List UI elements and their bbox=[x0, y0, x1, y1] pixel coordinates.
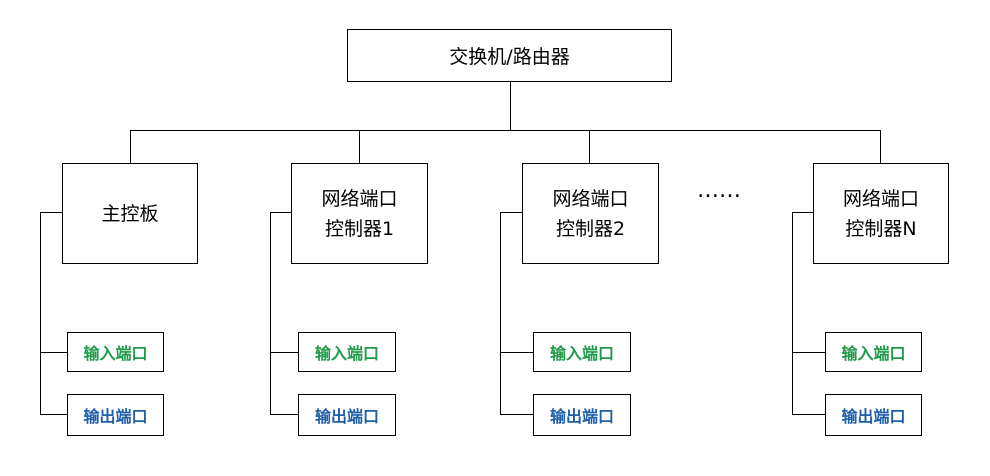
node-3-output-port-label: 输出端口 bbox=[841, 407, 906, 426]
node-1-output-port-label: 输出端口 bbox=[314, 407, 379, 426]
node-0-input-port-label: 输入端口 bbox=[83, 344, 148, 363]
node-3-input-port-label: 输入端口 bbox=[841, 344, 906, 363]
node-port-controller-n-box: 网络端口 控制器N bbox=[813, 163, 949, 264]
node-2-input-port-label: 输入端口 bbox=[549, 344, 614, 363]
node-2-input-connector bbox=[500, 352, 533, 353]
node-0-label: 主控板 bbox=[101, 202, 159, 225]
node-3-branch-vertical bbox=[792, 212, 793, 415]
node-1-branch-vertical bbox=[270, 212, 271, 415]
node-3-input-connector bbox=[792, 352, 825, 353]
node-0-branch-vertical bbox=[40, 212, 41, 415]
node-3-label-line1: 网络端口 bbox=[842, 187, 919, 210]
node-0-branch-stub bbox=[40, 212, 62, 213]
node-0-input-port-box: 输入端口 bbox=[67, 332, 164, 372]
node-1-input-connector bbox=[270, 352, 298, 353]
node-2-branch-vertical bbox=[500, 212, 501, 415]
node-1-input-port-box: 输入端口 bbox=[298, 332, 396, 372]
node-3-label-line2: 控制器N bbox=[845, 217, 917, 240]
node-0-output-connector bbox=[40, 414, 67, 415]
node-3-output-port-box: 输出端口 bbox=[825, 394, 922, 436]
node-1-label-line1: 网络端口 bbox=[321, 187, 398, 210]
node-3-output-connector bbox=[792, 414, 825, 415]
bus-drop-2 bbox=[589, 130, 590, 163]
node-2-output-port-box: 输出端口 bbox=[533, 394, 631, 436]
node-2-branch-stub bbox=[500, 212, 522, 213]
node-1-branch-stub bbox=[270, 212, 291, 213]
node-1-label-line2: 控制器1 bbox=[324, 217, 395, 240]
node-0-output-port-label: 输出端口 bbox=[83, 407, 148, 426]
node-port-controller-2-box: 网络端口 控制器2 bbox=[522, 163, 659, 264]
node-main-control-board-box: 主控板 bbox=[62, 163, 198, 264]
bus-drop-1 bbox=[359, 130, 360, 163]
node-3-branch-stub bbox=[792, 212, 813, 213]
more-nodes-ellipsis: …… bbox=[697, 178, 741, 203]
node-2-label-line1: 网络端口 bbox=[552, 187, 629, 210]
node-0-output-port-box: 输出端口 bbox=[67, 394, 164, 436]
horizontal-bus bbox=[130, 130, 881, 131]
bus-drop-0 bbox=[130, 130, 131, 163]
node-1-input-port-label: 输入端口 bbox=[314, 344, 379, 363]
root-connector bbox=[510, 82, 511, 130]
root-label: 交换机/路由器 bbox=[449, 46, 570, 68]
node-2-input-port-box: 输入端口 bbox=[533, 332, 631, 372]
root-switch-router-box: 交换机/路由器 bbox=[347, 29, 672, 82]
bus-drop-3 bbox=[880, 130, 881, 163]
node-0-input-connector bbox=[40, 352, 67, 353]
node-port-controller-1-box: 网络端口 控制器1 bbox=[291, 163, 428, 264]
node-2-label-line2: 控制器2 bbox=[555, 217, 626, 240]
node-1-output-connector bbox=[270, 414, 298, 415]
node-2-output-connector bbox=[500, 414, 533, 415]
node-2-output-port-label: 输出端口 bbox=[549, 407, 614, 426]
node-1-output-port-box: 输出端口 bbox=[298, 394, 396, 436]
node-3-input-port-box: 输入端口 bbox=[825, 332, 922, 372]
